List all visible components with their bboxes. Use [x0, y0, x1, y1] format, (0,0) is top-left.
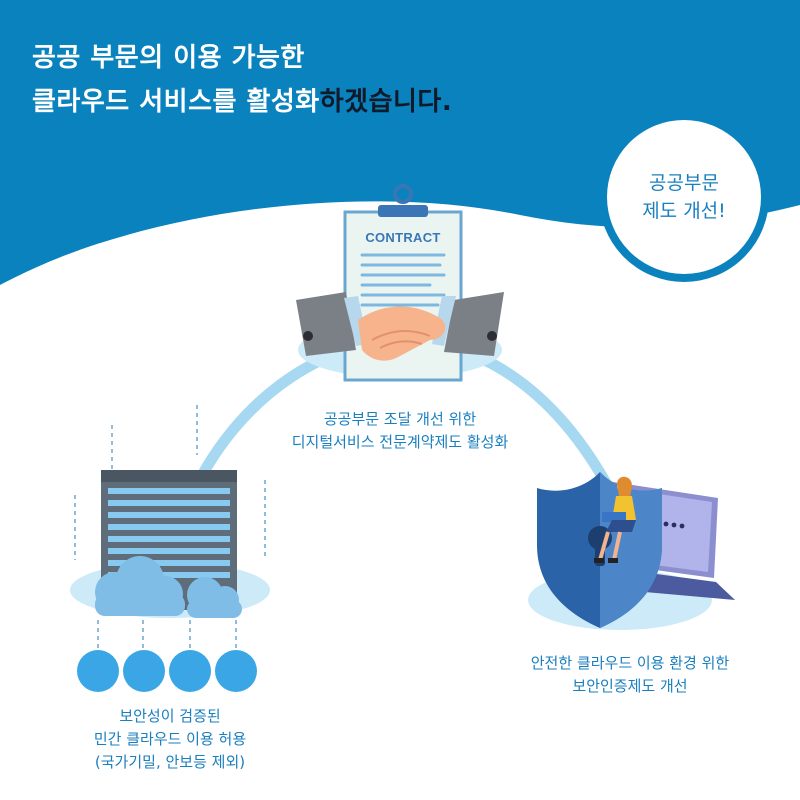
security-cert-caption-line-2: 보안인증제도 개선	[572, 677, 688, 695]
title-line-1: 공공 부문의 이용 가능한	[32, 43, 305, 73]
cloud-allowance-caption: 보안성이 검증된 민간 클라우드 이용 허용 (국가기밀, 안보등 제외)	[40, 705, 300, 774]
cloud-icon	[95, 556, 242, 618]
procurement-caption-line-1: 공공부문 조달 개선 위한	[323, 410, 477, 428]
security-cert-caption: 안전한 클라우드 이용 환경 위한 보안인증제도 개선	[495, 652, 765, 698]
cloud-allowance-caption-line-1: 보안성이 검증된	[119, 707, 221, 725]
cloud-allowance-caption-line-3: (국가기밀, 안보등 제외)	[94, 753, 246, 771]
person-icon	[594, 476, 636, 563]
title-rest: 하겠습니다.	[319, 87, 453, 117]
contract-label: CONTRACT	[365, 230, 440, 245]
title-highlight: 클라우드 서비스를 활성화	[32, 87, 320, 117]
procurement-caption: 공공부문 조달 개선 위한 디지털서비스 전문계약제도 활성화	[250, 408, 550, 454]
procurement-caption-line-2: 디지털서비스 전문계약제도 활성화	[291, 433, 509, 451]
cloud-allowance-caption-line-2: 민간 클라우드 이용 허용	[93, 730, 247, 748]
public-sector-badge: 공공부문 제도 개선!	[599, 112, 769, 282]
node-circles	[77, 650, 257, 692]
badge-line-1: 공공부문	[649, 172, 719, 194]
title-line-2: 클라우드 서비스를 활성화하겠습니다.	[32, 80, 452, 124]
security-cert-caption-line-1: 안전한 클라우드 이용 환경 위한	[530, 654, 730, 672]
page-title: 공공 부문의 이용 가능한 클라우드 서비스를 활성화하겠습니다.	[32, 36, 452, 124]
badge-line-2: 제도 개선!	[642, 200, 726, 222]
handshake-icon	[296, 292, 504, 361]
